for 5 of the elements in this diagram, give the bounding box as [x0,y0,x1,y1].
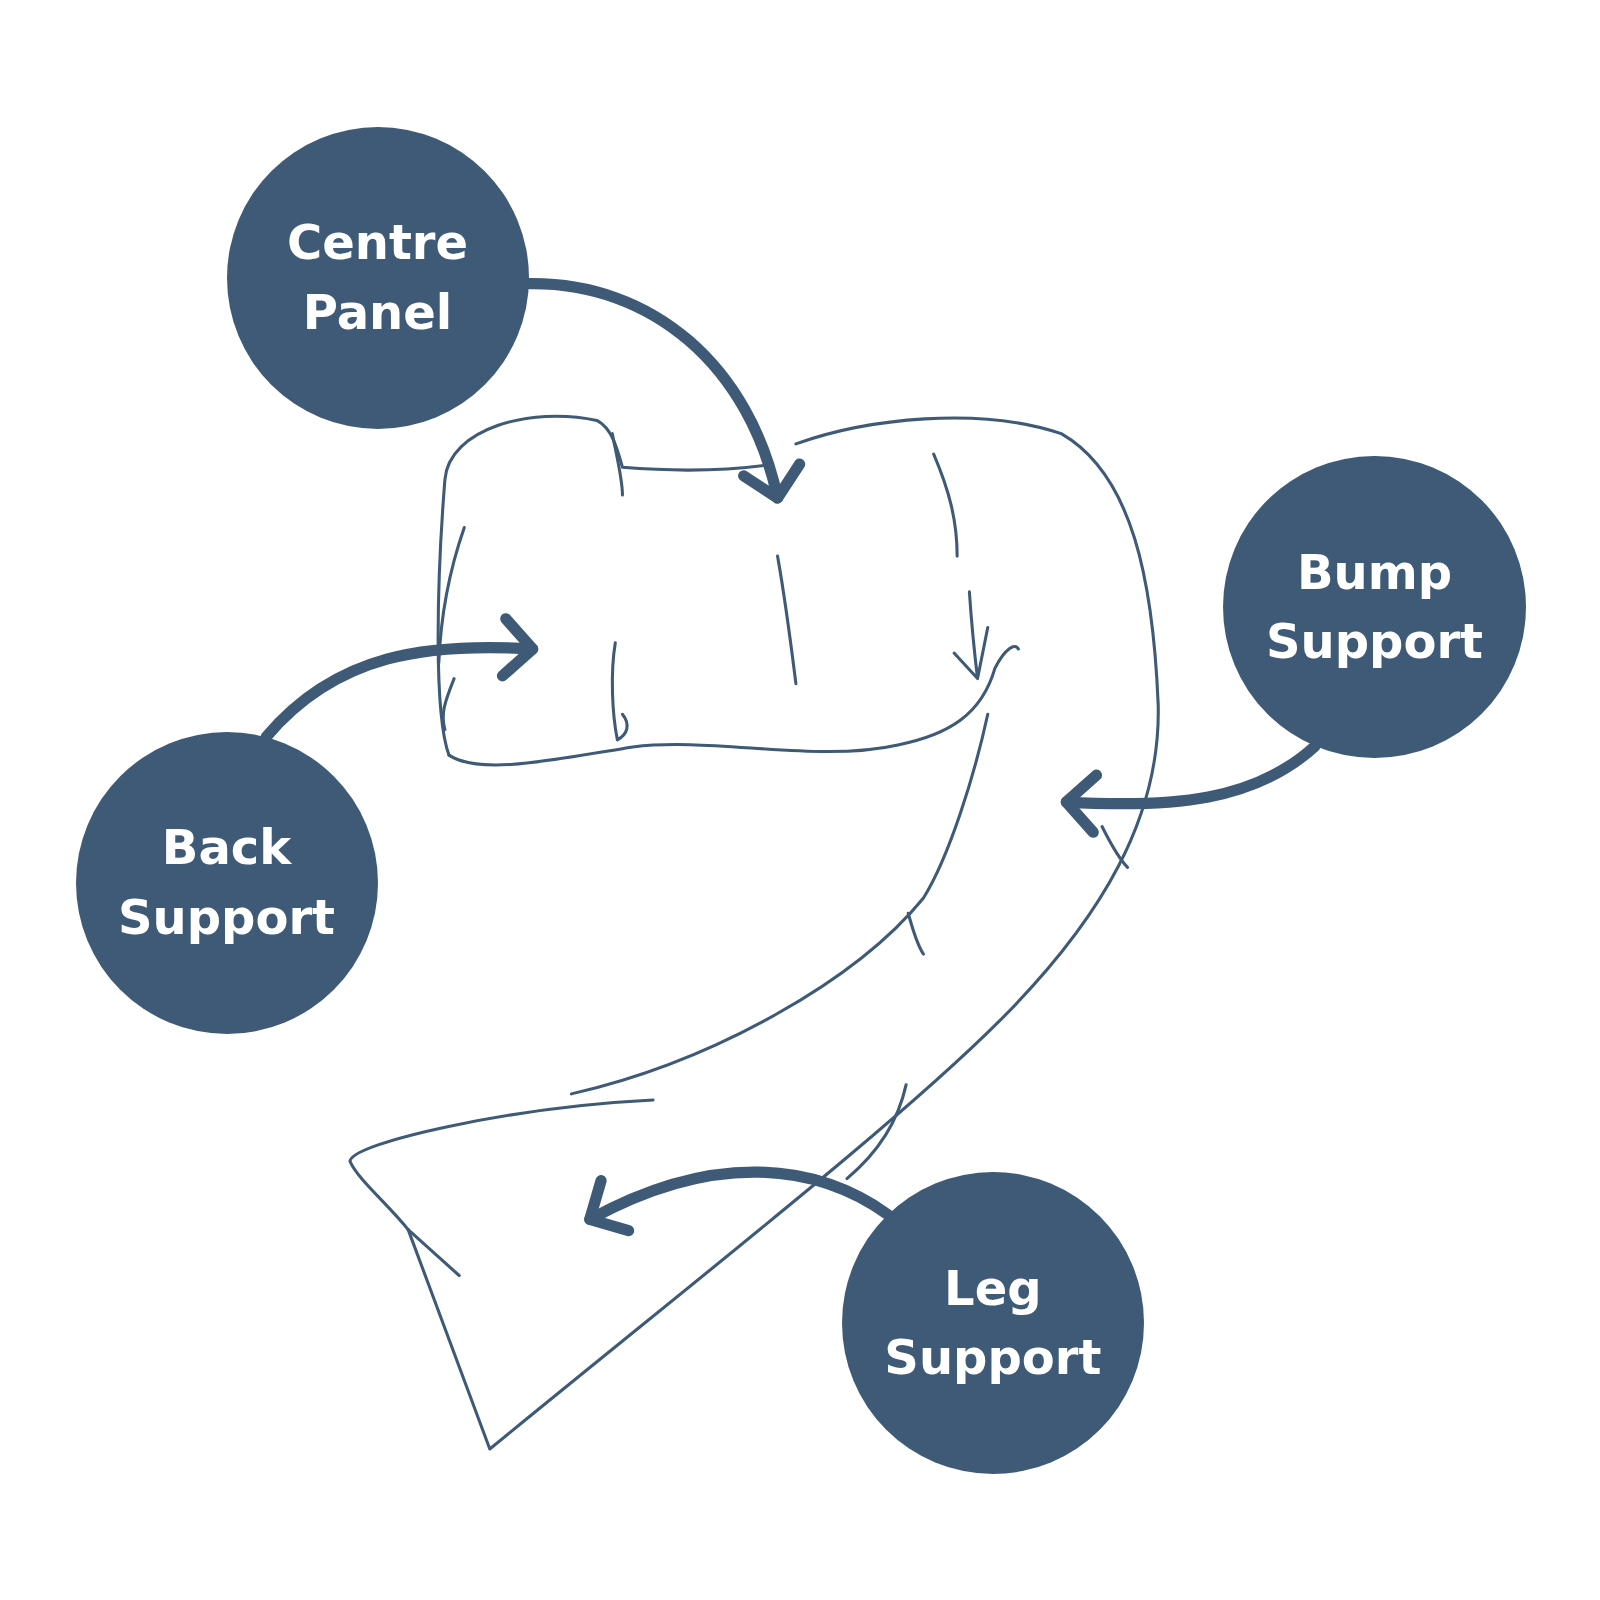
arrow [584,1166,894,1238]
label-circle: Centre Panel [226,126,529,429]
label-circle: Leg Support [841,1172,1144,1475]
label-circle: Bump Support [1223,456,1526,759]
label-circle: Back Support [75,731,378,1034]
